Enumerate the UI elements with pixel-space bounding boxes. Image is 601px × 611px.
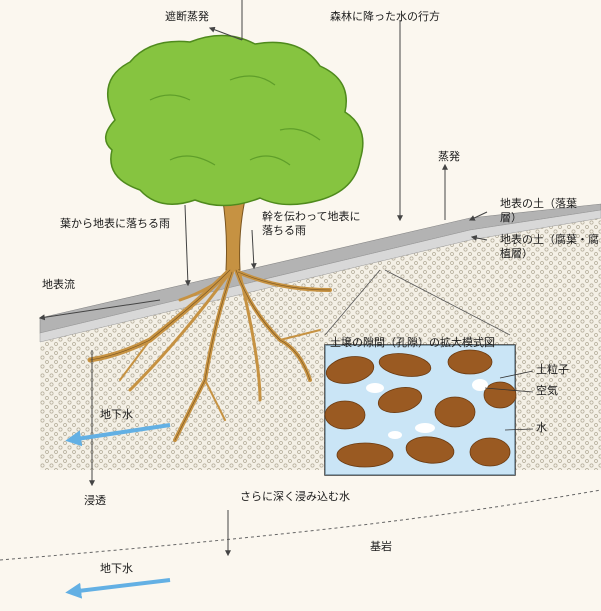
tree-roots-outline [89,269,331,441]
label-humus-layer: 地表の土（腐葉・腐植層） [500,233,599,260]
label-deeper-seep: さらに深く浸み込む水 [240,490,350,503]
flow-arrows [38,0,488,557]
label-soil-particle: 土粒子 [536,363,569,376]
label-groundwater-lower: 地下水 [100,562,133,575]
label-blocked-evaporation: 遮断蒸発 [165,10,209,23]
tree-foliage [105,34,364,207]
soil-particles [324,349,517,468]
groundwater-arrow-upper [65,423,171,447]
label-leaf-rain: 葉から地表に落ちる雨 [60,217,170,230]
label-air: 空気 [536,384,558,397]
label-litter-layer: 地表の土（落葉層） [500,197,577,224]
label-forest-water: 森林に降った水の行方 [330,10,440,23]
label-trunk-rain: 幹を伝わって地表に落ちる雨 [262,210,361,237]
label-infiltration: 浸透 [84,494,106,507]
inset-pore-diagram [324,344,534,476]
label-water: 水 [536,421,547,434]
groundwater-arrow-lower [65,578,171,599]
bedrock-line [0,489,601,561]
label-evaporation: 蒸発 [438,150,460,163]
label-groundwater-upper: 地下水 [100,408,133,421]
label-surface-flow: 地表流 [42,278,75,291]
tree-trunk [221,194,247,271]
label-inset-title: 土壌の隙間（孔隙）の拡大模式図 [330,336,495,349]
air-pockets [366,379,488,439]
humus-layer-band [39,209,601,343]
label-bedrock: 基岩 [370,540,392,553]
